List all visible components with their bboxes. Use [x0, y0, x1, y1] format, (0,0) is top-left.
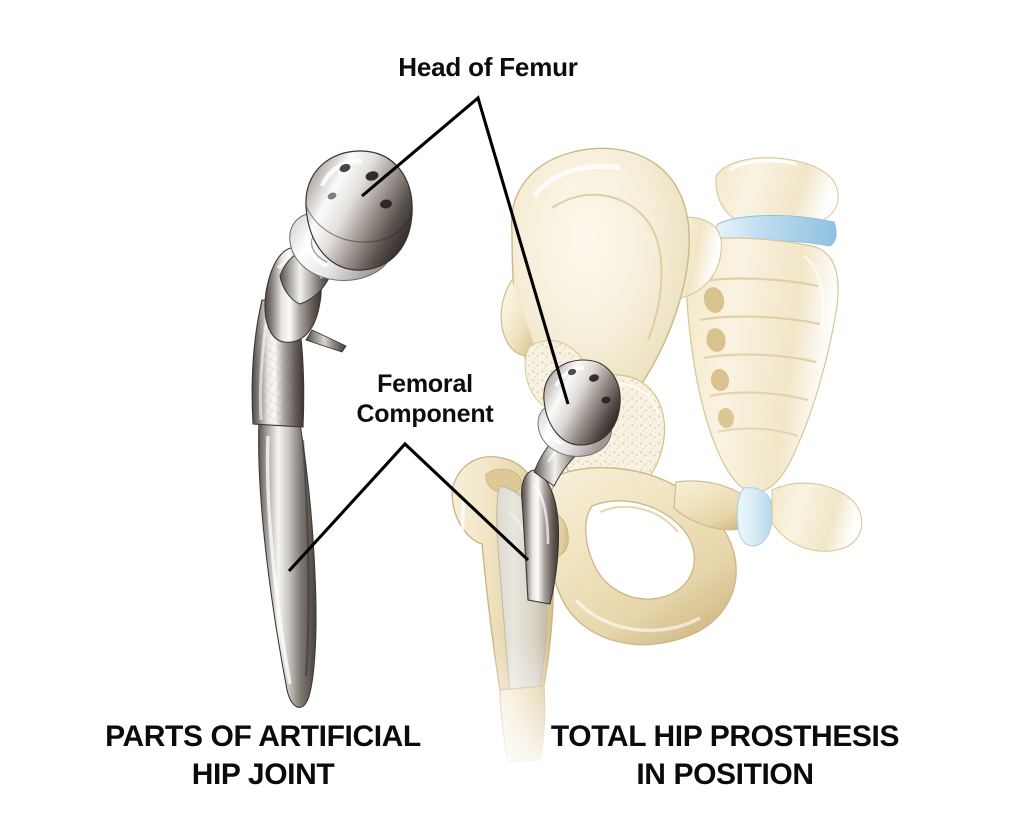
sacral-foramina — [703, 287, 735, 428]
acetabular-head-dome — [305, 150, 413, 271]
caption-total-hip-prosthesis-in-position: TOTAL HIP PROSTHESIS IN POSITION — [550, 720, 900, 791]
leader-head-of-femur — [360, 95, 570, 405]
ilium — [500, 147, 690, 425]
contralateral-pubis — [771, 482, 863, 552]
sacrum — [685, 237, 839, 493]
implanted-prosthesis-panel — [444, 147, 863, 780]
label-femoral-component: Femoral Component — [356, 370, 494, 428]
label-head-of-femur: Head of Femur — [398, 52, 578, 82]
caption-parts-of-artificial-hip-joint: PARTS OF ARTIFICIAL HIP JOINT — [105, 720, 421, 791]
pubic-symphysis — [736, 487, 773, 547]
femoral-stem-shaft — [258, 419, 317, 708]
leader-femoral-component — [287, 441, 530, 573]
ischium — [546, 467, 755, 646]
implanted-femoral-stem — [521, 427, 587, 605]
implanted-head-dome — [543, 359, 621, 446]
leader-lines — [287, 95, 570, 573]
isolated-prosthesis-panel — [251, 150, 413, 708]
